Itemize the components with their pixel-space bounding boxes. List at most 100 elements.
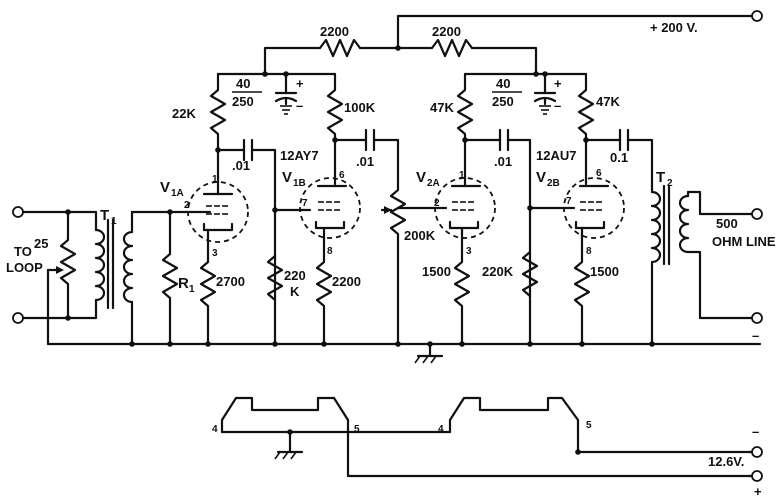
label-cap-right-250: 250 [492,94,514,109]
label-t2: T [656,169,665,186]
pot-200k [389,176,407,346]
left-decoupling [216,71,337,115]
label-t1-sub: 1 [111,216,117,227]
label-cap-01-a: .01 [232,158,250,173]
label-t2-sub: 2 [667,178,673,189]
label-r1: R [178,275,189,292]
label-cap-right-40: 40 [496,76,510,91]
label-cap-01-b: .01 [356,154,374,169]
label-v1b: V [282,169,292,186]
right-decoupling [463,71,588,115]
label-1500-b: 1500 [590,264,619,279]
output-terminal-top [751,208,763,220]
input-terminal-bottom [12,312,24,324]
label-cap-left-plus: + [296,76,304,91]
label-22k: 22K [172,106,196,121]
label-pin7-v1b: 7 [302,198,308,209]
label-pot-25: 25 [34,236,48,251]
label-1500-a: 1500 [422,264,451,279]
label-2200-cathode: 2200 [332,274,361,289]
label-v1b-sub: 1B [293,178,306,189]
label-heater-plus: + [754,484,762,499]
label-heater-4-b: 4 [438,424,444,435]
label-47k-b: 47K [596,94,620,109]
label-2200-right: 2200 [432,24,461,39]
t1-secondary-winding [122,230,134,304]
label-2700: 2700 [216,274,245,289]
label-pin8-v2b: 8 [586,246,592,257]
label-heater-5-b: 5 [586,420,592,431]
t2-secondary-winding [678,194,690,254]
tube-v1b [299,177,361,239]
label-output-minus: – [752,328,759,343]
label-pin3-v2a: 3 [466,246,472,257]
label-pin8-v1b: 8 [327,246,333,257]
label-to: TO [14,244,32,259]
label-220-k: K [290,284,300,299]
label-500: 500 [716,216,738,231]
heater-circuit [220,396,763,482]
label-pin1-v2a: 1 [459,170,465,181]
label-12au7: 12AU7 [536,148,576,163]
label-pin6-v2b: 6 [596,168,602,179]
label-pin2-v2a: 2 [434,198,440,209]
label-v2b-sub: 2B [547,178,560,189]
label-pin1-v1a: 1 [212,174,218,185]
label-200k: 200K [404,228,436,243]
r-1500-a [453,254,471,346]
label-cap-left-250: 250 [232,94,254,109]
label-v2a: V [416,169,426,186]
r-220k-b [521,250,539,298]
label-heater-5-a: 5 [354,424,360,435]
supply-rail [263,10,763,76]
r-1500-b [573,254,591,346]
label-pin6-v1b: 6 [339,170,345,181]
supply-terminal [751,10,763,22]
label-cap-right-plus: + [554,76,562,91]
label-supply-voltage: + 200 V. [650,20,698,35]
label-47k-a: 47K [430,100,454,115]
label-100k: 100K [344,100,376,115]
r1-resistor [161,210,179,346]
tube-v1a [187,181,249,243]
t2-primary-winding [650,190,662,264]
r-220k-a [266,254,284,302]
label-220k-b: 220K [482,264,514,279]
label-r1-sub: 1 [189,284,195,295]
output-terminal-bottom [751,312,763,324]
label-220: 220 [284,268,306,283]
label-heater-minus: – [752,424,759,439]
t2-output [650,184,763,346]
label-v1a-sub: 1A [171,188,184,199]
label-cap-left-40: 40 [236,76,250,91]
heater-v2 [448,396,580,434]
label-v2b: V [536,169,546,186]
label-v1a: V [160,179,170,196]
v2b-stage [528,72,654,346]
label-cap-0-1: 0.1 [610,150,628,165]
label-cap-right-minus: – [554,98,561,113]
heater-terminal-plus [751,470,763,482]
r-22k [209,72,227,152]
label-heater-4-a: 4 [212,424,218,435]
label-cap-left-minus: – [296,98,303,113]
r-2200-v1b [315,254,333,346]
ground-bus [46,341,762,364]
r-47k-b [577,72,595,142]
label-12-6v: 12.6V. [708,454,744,469]
heater-v1 [220,396,350,434]
input-terminal-top [12,206,24,218]
label-t1: T [100,207,109,224]
label-pin2-v1a: 2 [184,200,190,211]
v1b-stage [266,72,407,346]
label-ohm-line: OHM LINE [712,234,776,249]
label-v2a-sub: 2A [427,178,440,189]
labels: 2200 2200 + 200 V. 40 250 + – 40 250 + –… [6,20,776,499]
r-2700 [199,254,217,346]
heater-terminal-minus [751,446,763,458]
label-pin7-v2b: 7 [566,196,572,207]
label-loop: LOOP [6,260,43,275]
r-47k-a [456,72,474,142]
input-section [12,206,198,346]
